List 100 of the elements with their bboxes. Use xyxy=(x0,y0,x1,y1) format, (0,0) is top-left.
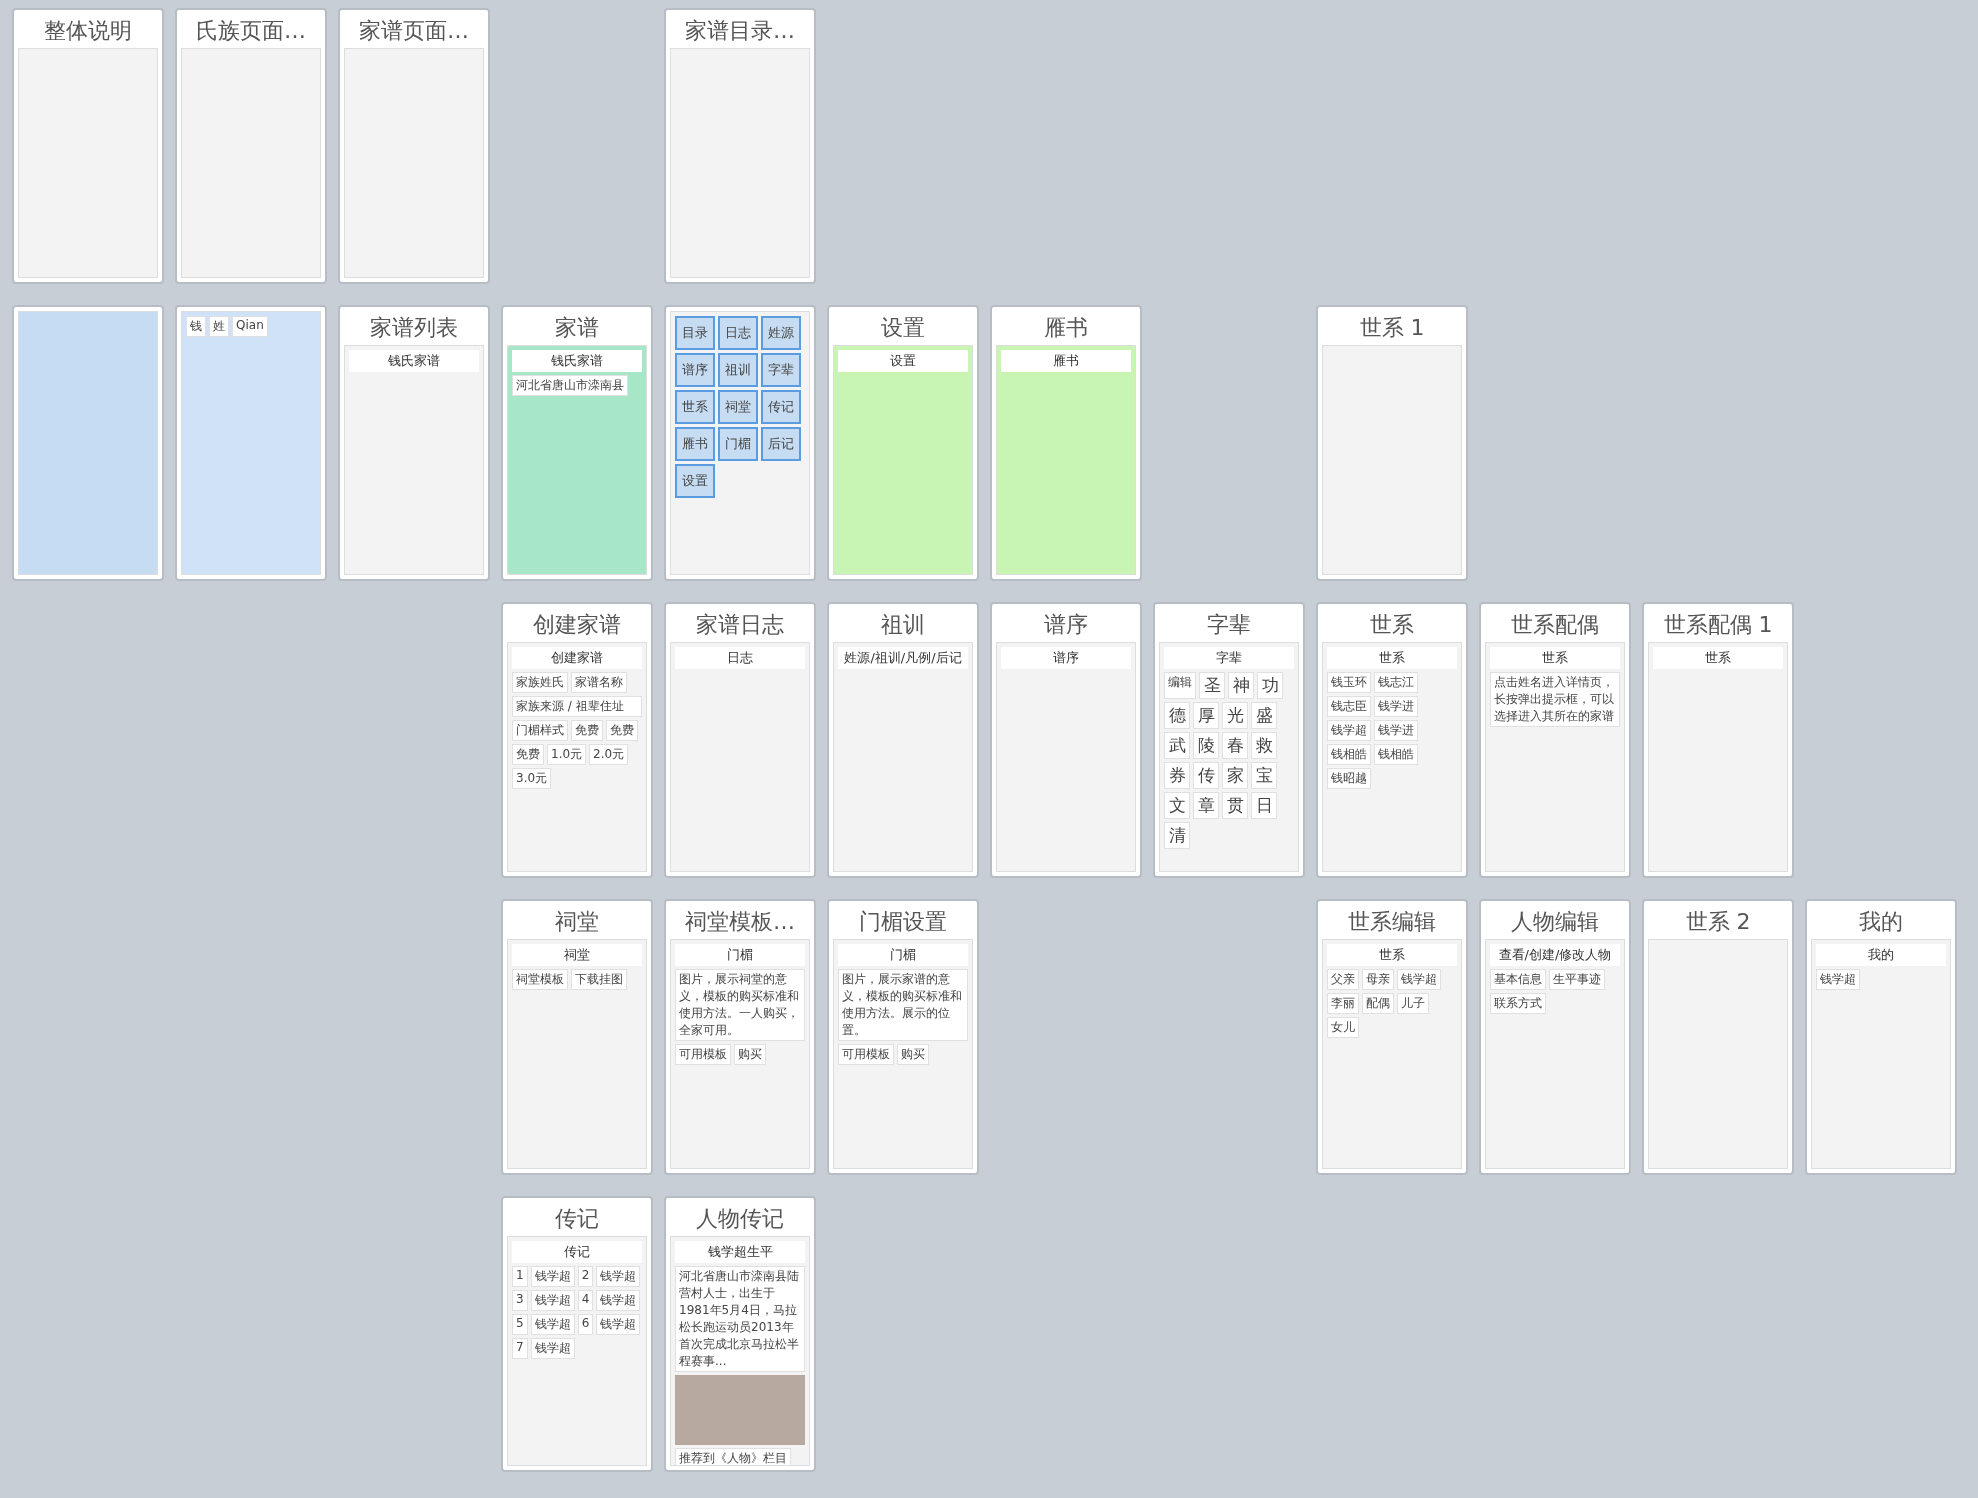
menu-tile: 世系 xyxy=(675,390,715,424)
menu-tile: 设置 xyxy=(675,464,715,498)
screen-text: 下载挂图 xyxy=(571,969,627,990)
screen-text: 河北省唐山市滦南县 xyxy=(512,375,628,396)
screen-card xyxy=(827,305,979,581)
screen-text: 钱学超 xyxy=(596,1314,641,1335)
screen-card xyxy=(1316,602,1468,878)
screen-text: 3 xyxy=(512,1290,528,1311)
character-cell: 清 xyxy=(1164,822,1190,849)
card-title: 门楣设置 xyxy=(858,908,948,936)
screen-header: 世系 xyxy=(1490,647,1620,669)
screen-text: 钱学进 xyxy=(1374,696,1418,717)
screen-card xyxy=(1479,899,1631,1175)
screen-text: 河北省唐山市滦南县陆营村人士，出生于1981年5月4日，马拉松长跑运动员2013年首次完成北京马拉松半程赛事... xyxy=(675,1266,805,1372)
screen-text: 图片，展示家谱的意义，模板的购买标准和使用方法。展示的位置。 xyxy=(838,969,968,1041)
card-title: 家谱页面… xyxy=(358,17,470,45)
screen-card xyxy=(1316,899,1468,1175)
screen-text: 钱学超 xyxy=(530,1266,575,1287)
character-cell: 宝 xyxy=(1251,762,1277,789)
menu-tile: 祠堂 xyxy=(718,390,758,424)
card-title: 家谱列表 xyxy=(369,314,459,342)
screen-card xyxy=(1805,899,1957,1175)
card-title: 世系配偶 1 xyxy=(1662,611,1774,639)
menu-tile: 门楣 xyxy=(718,427,758,461)
screen-text: 父亲 xyxy=(1327,969,1359,990)
screen-text: 钱昭越 xyxy=(1327,768,1371,789)
character-cell: 春 xyxy=(1222,732,1248,759)
screen-text: 图片，展示祠堂的意义，模板的购买标准和使用方法。一人购买，全家可用。 xyxy=(675,969,805,1041)
screen-text: 钱志臣 xyxy=(1327,696,1371,717)
screen-header: 日志 xyxy=(675,647,805,669)
card-title: 氏族页面… xyxy=(195,17,307,45)
screen-text: 家谱名称 xyxy=(571,672,627,693)
screen-header: 钱氏家谱 xyxy=(512,350,642,372)
screen-header: 世系 xyxy=(1327,944,1457,966)
screen-header: 姓源/祖训/凡例/后记 xyxy=(838,647,968,669)
character-cell: 陵 xyxy=(1193,732,1219,759)
character-cell: 盛 xyxy=(1251,702,1277,729)
screen-header: 门楣 xyxy=(838,944,968,966)
screen-card xyxy=(1479,602,1631,878)
card-title: 祠堂模板… xyxy=(684,908,796,936)
screen-text: 钱学超 xyxy=(596,1266,641,1287)
character-cell: 功 xyxy=(1257,672,1283,699)
screen-text: 家族姓氏 xyxy=(512,672,568,693)
screen-header: 我的 xyxy=(1816,944,1946,966)
screen-text: 配偶 xyxy=(1362,993,1394,1014)
screen-header: 字辈 xyxy=(1164,647,1294,669)
character-cell: 武 xyxy=(1164,732,1190,759)
screen-text: 购买 xyxy=(734,1044,766,1065)
card-title: 设置 xyxy=(880,314,926,342)
character-cell: 厚 xyxy=(1193,702,1219,729)
card-title: 谱序 xyxy=(1043,611,1089,639)
screen-header: 谱序 xyxy=(1001,647,1131,669)
screen-text: 钱学超 xyxy=(596,1290,641,1311)
screen-text: Qian xyxy=(232,316,268,337)
character-cell: 文 xyxy=(1164,792,1190,819)
screen-text: 钱学进 xyxy=(1374,720,1418,741)
screen-header: 传记 xyxy=(512,1241,642,1263)
character-cell: 日 xyxy=(1251,792,1277,819)
card-title: 传记 xyxy=(554,1205,600,1233)
character-cell: 神 xyxy=(1228,672,1254,699)
screen-text: 可用模板 xyxy=(838,1044,894,1065)
screen-text: 姓 xyxy=(209,316,229,337)
screen-text: 7 xyxy=(512,1338,528,1359)
screen-header: 设置 xyxy=(838,350,968,372)
screen-text: 免费 xyxy=(512,744,544,765)
screen-text: 生平事迹 xyxy=(1549,969,1605,990)
screen-text: 3.0元 xyxy=(512,768,552,789)
screen-text: 女儿 xyxy=(1327,1017,1359,1038)
card-title: 世系 2 xyxy=(1684,908,1752,936)
screen-text: 家族来源 / 祖辈住址 xyxy=(512,696,642,717)
screen-header: 创建家谱 xyxy=(512,647,642,669)
screen-card xyxy=(501,899,653,1175)
screen-card xyxy=(1642,899,1794,1175)
screen-text: 1 xyxy=(512,1266,528,1287)
card-title: 人物编辑 xyxy=(1510,908,1600,936)
menu-tile: 姓源 xyxy=(761,316,801,350)
card-title: 创建家谱 xyxy=(532,611,622,639)
screen-text: 钱相皓 xyxy=(1327,744,1371,765)
card-title: 世系 1 xyxy=(1358,314,1426,342)
screen-text: 免费 xyxy=(571,720,603,741)
card-title: 世系配偶 xyxy=(1510,611,1600,639)
screen-header: 查看/创建/修改人物 xyxy=(1490,944,1620,966)
character-cell: 家 xyxy=(1222,762,1248,789)
screen-text: 推荐到《人物》栏目 xyxy=(675,1448,791,1465)
screen-header: 雁书 xyxy=(1001,350,1131,372)
character-cell: 德 xyxy=(1164,702,1190,729)
screen-text: 购买 xyxy=(897,1044,929,1065)
screen-text: 门楣样式 xyxy=(512,720,568,741)
character-cell: 章 xyxy=(1193,792,1219,819)
screen-text: 母亲 xyxy=(1362,969,1394,990)
screen-card xyxy=(12,8,164,284)
screen-card xyxy=(501,602,653,878)
screen-text: 可用模板 xyxy=(675,1044,731,1065)
card-title: 祖训 xyxy=(880,611,926,639)
menu-tile: 谱序 xyxy=(675,353,715,387)
card-title: 世系 xyxy=(1369,611,1415,639)
menu-tile: 传记 xyxy=(761,390,801,424)
screen-text: 祠堂模板 xyxy=(512,969,568,990)
screen-text: 联系方式 xyxy=(1490,993,1546,1014)
card-title: 雁书 xyxy=(1043,314,1089,342)
